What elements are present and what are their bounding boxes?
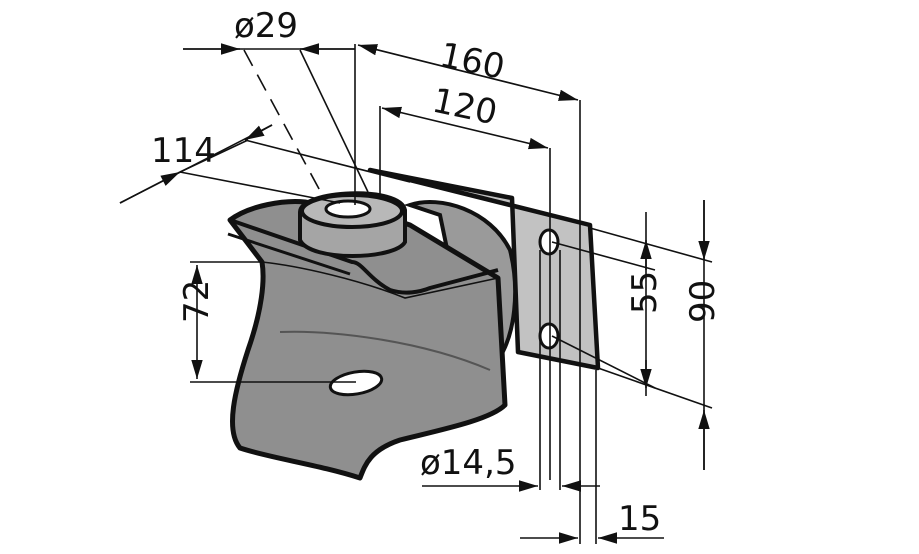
dim-length-114: 114	[151, 131, 216, 171]
dim-height-90: 90	[683, 280, 723, 323]
plate-hole-lower	[538, 322, 560, 350]
dim-height-72: 72	[177, 280, 217, 323]
pin-boss	[298, 191, 407, 258]
bracket-body	[227, 199, 508, 481]
dim-thickness-15: 15	[618, 499, 661, 539]
dimension-lines	[119, 43, 713, 544]
dim-height-55: 55	[625, 271, 665, 314]
mounting-plate	[367, 167, 601, 371]
body-hole	[328, 369, 384, 397]
dim-width-120: 120	[429, 81, 501, 134]
plate-hole-upper	[538, 228, 560, 256]
dim-width-160: 160	[436, 35, 508, 88]
pin-hole	[324, 199, 372, 219]
dim-hole-diameter: ø14,5	[420, 443, 517, 483]
dim-diameter-29: ø29	[234, 6, 298, 46]
